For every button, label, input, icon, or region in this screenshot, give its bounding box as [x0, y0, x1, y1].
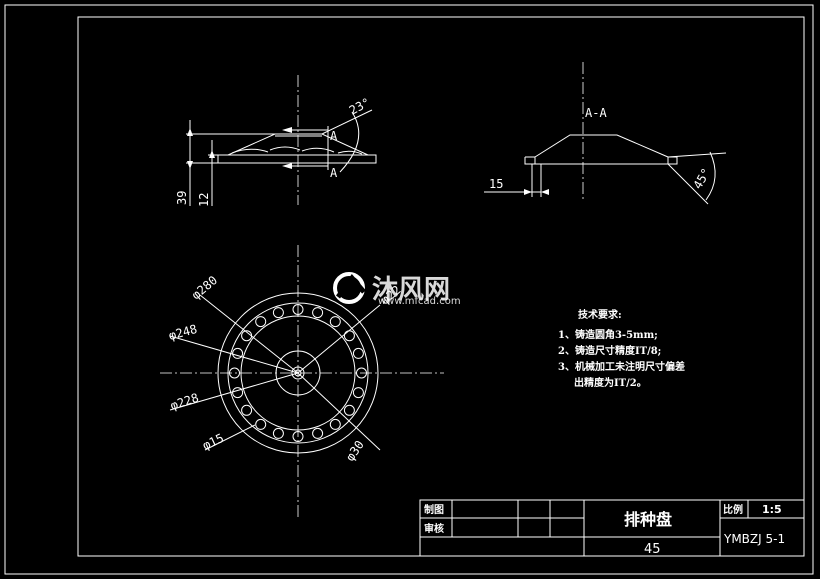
scale-value: 1:5 — [762, 503, 782, 516]
part-name: 排种盘 — [624, 510, 672, 529]
view-arrow-label-top: A — [330, 129, 338, 143]
watermark: 沐风网 www.mfcad.com — [333, 272, 461, 307]
tech-item-1: 1、铸造圆角3-5mm; — [558, 328, 658, 341]
tech-item-3: 3、机械加工未注明尺寸偏差 — [558, 360, 685, 373]
scale-label: 比例 — [723, 503, 743, 516]
dim-angle-45: 45° — [690, 166, 713, 192]
watermark-url: www.mfcad.com — [378, 296, 461, 307]
title-block-review-label: 审核 — [424, 522, 444, 535]
seed-hole — [343, 404, 355, 416]
tech-item-2: 2、铸造尺寸精度IT/8; — [558, 344, 661, 357]
view-arrow-label-bottom: A — [330, 166, 338, 180]
outer-sheet-border — [4, 4, 814, 575]
dim-d280: φ280 — [189, 273, 220, 302]
seed-hole — [352, 387, 364, 399]
dim-d30: φ30 — [343, 438, 367, 464]
seed-hole — [255, 316, 267, 328]
seed-hole — [356, 367, 367, 379]
seed-hole — [255, 418, 267, 430]
section-label: A-A — [585, 106, 607, 120]
seed-hole — [352, 347, 364, 359]
title-block-drawn-label: 制图 — [424, 503, 444, 516]
watermark-logo — [333, 272, 366, 304]
seed-hole — [292, 304, 304, 315]
tech-item-4: 出精度为IT/2。 — [574, 376, 647, 389]
seed-hole — [343, 330, 355, 342]
tech-title: 技术要求: — [578, 308, 622, 321]
dim-height-12: 12 — [197, 193, 211, 207]
dim-d228: φ228 — [169, 391, 201, 413]
side-view: A A 23° 39 12 — [175, 75, 377, 207]
dim-height-39: 39 — [175, 191, 189, 205]
drawing-number: YMBZJ 5-1 — [723, 532, 785, 546]
seed-hole — [312, 427, 324, 439]
title-block: 制图 审核 排种盘 45 比例 1:5 YMBZJ 5-1 — [419, 499, 805, 557]
dim-angle-23: 23° — [347, 95, 373, 118]
material: 45 — [644, 542, 661, 557]
seed-hole — [329, 316, 341, 328]
seed-hole — [312, 307, 324, 319]
seed-hole — [232, 387, 244, 399]
watermark-brand: 沐风网 — [372, 275, 450, 305]
seed-hole — [241, 404, 253, 416]
seed-hole — [272, 307, 284, 319]
dim-d15: φ15 — [200, 431, 226, 453]
seed-hole — [229, 367, 240, 379]
section-view: A-A 15 45° — [484, 62, 727, 205]
tech-requirements: 技术要求: 1、铸造圆角3-5mm; 2、铸造尺寸精度IT/8; 3、机械加工未… — [558, 308, 685, 389]
seed-hole — [232, 347, 244, 359]
dim-width-15: 15 — [489, 177, 503, 191]
seed-hole — [329, 418, 341, 430]
seed-hole — [292, 431, 304, 442]
seed-hole — [272, 427, 284, 439]
